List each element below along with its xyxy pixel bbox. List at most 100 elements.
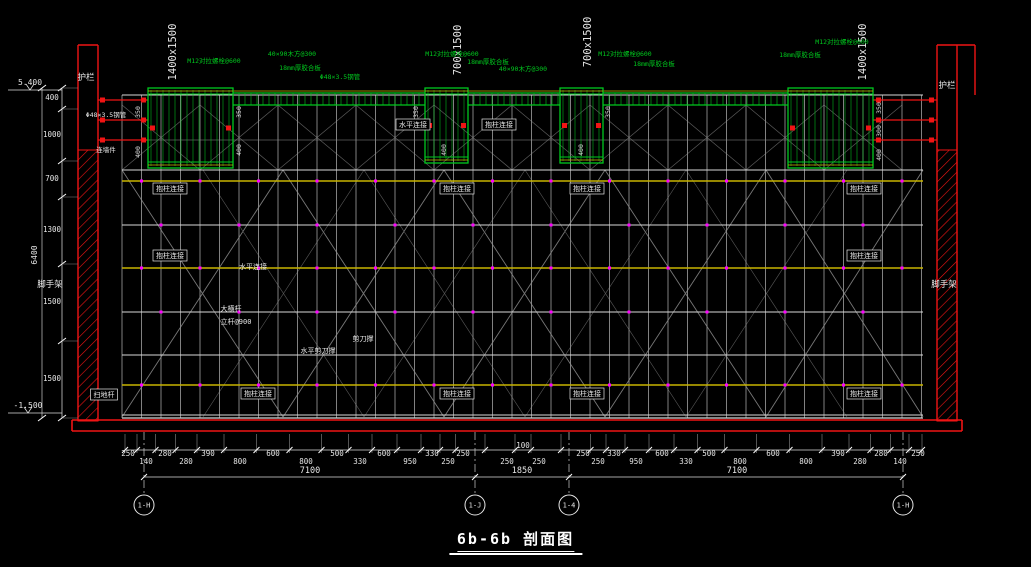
svg-text:-1.500: -1.500 [14,401,43,410]
svg-text:M12对拉螺栓@600: M12对拉螺栓@600 [598,49,651,58]
svg-text:1-H: 1-H [138,502,151,510]
svg-text:350: 350 [604,106,612,118]
ground-slab [71,419,963,432]
svg-text:7100: 7100 [300,466,320,476]
svg-text:500: 500 [330,449,344,458]
svg-text:40×90木方@300: 40×90木方@300 [268,49,316,58]
svg-text:1850: 1850 [512,466,532,476]
svg-text:330: 330 [353,457,367,466]
bottom-dimensions: 2501402802803908006008005003306009503302… [121,434,926,481]
svg-text:抱柱连接: 抱柱连接 [850,184,878,193]
svg-text:抱柱连接: 抱柱连接 [443,184,471,193]
svg-text:250: 250 [591,457,605,466]
svg-text:1-4: 1-4 [563,502,576,510]
svg-text:250: 250 [121,449,135,458]
svg-text:M12对拉螺栓@600: M12对拉螺栓@600 [815,37,868,46]
annotations: 抱柱连接抱柱连接抱柱连接抱柱连接抱柱连接抱柱连接抱柱连接抱柱连接抱柱连接抱柱连接… [86,37,882,401]
svg-text:M12对拉螺栓@600: M12对拉螺栓@600 [425,49,478,58]
svg-text:500: 500 [702,449,716,458]
svg-text:1-J: 1-J [469,502,482,510]
svg-text:400: 400 [440,144,448,156]
svg-text:水平连接: 水平连接 [239,262,267,271]
svg-text:1400x1500: 1400x1500 [857,24,869,81]
svg-text:抱柱连接: 抱柱连接 [244,389,272,398]
svg-text:350: 350 [875,102,883,114]
svg-text:6400: 6400 [30,245,39,264]
svg-text:250: 250 [456,449,470,458]
svg-text:抱柱连接: 抱柱连接 [573,184,601,193]
svg-text:18mm厚胶合板: 18mm厚胶合板 [779,50,821,59]
svg-text:18mm厚胶合板: 18mm厚胶合板 [279,63,321,72]
svg-text:400: 400 [134,146,142,158]
svg-text:280: 280 [179,457,193,466]
svg-text:250: 250 [576,449,590,458]
svg-text:7100: 7100 [727,466,747,476]
svg-text:330: 330 [679,457,693,466]
svg-text:330: 330 [425,449,439,458]
svg-text:300: 300 [875,125,883,137]
svg-text:扫地杆: 扫地杆 [94,390,115,399]
svg-text:350: 350 [412,106,420,118]
svg-text:立杆@900: 立杆@900 [221,317,252,326]
svg-text:M12对拉螺栓@600: M12对拉螺栓@600 [187,56,240,65]
svg-text:250: 250 [911,449,925,458]
svg-text:700x1500: 700x1500 [582,17,594,68]
formwork [147,87,874,169]
svg-text:800: 800 [299,457,313,466]
svg-text:脚手架: 脚手架 [37,279,63,290]
svg-text:600: 600 [766,449,780,458]
svg-text:18mm厚胶合板: 18mm厚胶合板 [467,57,509,66]
svg-text:250: 250 [532,457,546,466]
svg-text:5.400: 5.400 [18,78,42,87]
svg-text:800: 800 [233,457,247,466]
svg-text:水平剪刀撑: 水平剪刀撑 [301,346,336,355]
svg-text:140: 140 [893,457,907,466]
svg-text:390: 390 [831,449,845,458]
svg-text:350: 350 [134,106,142,118]
svg-text:40×90木方@300: 40×90木方@300 [499,64,547,73]
svg-text:950: 950 [403,457,417,466]
svg-text:1500: 1500 [43,297,62,306]
side-labels: 护栏护栏脚手架脚手架 [37,72,957,290]
svg-text:390: 390 [201,449,215,458]
svg-text:18mm厚胶合板: 18mm厚胶合板 [633,59,675,68]
drawing-title: 6b-6b 剖面图 [448,528,583,555]
svg-text:280: 280 [158,449,172,458]
svg-text:水平连接: 水平连接 [399,120,427,129]
svg-text:400: 400 [235,144,243,156]
svg-text:抱柱连接: 抱柱连接 [573,389,601,398]
svg-text:抱柱连接: 抱柱连接 [485,120,513,129]
svg-text:1300: 1300 [43,225,62,234]
svg-text:280: 280 [853,457,867,466]
scaffold-ledgers [98,94,923,419]
left-dimensions: 400 1000 700 1300 1500 1500 6400 5.400 -1.500 [8,78,78,422]
svg-text:400: 400 [45,93,59,102]
svg-text:600: 600 [655,449,669,458]
svg-text:抱柱连接: 抱柱连接 [850,389,878,398]
svg-text:280: 280 [874,449,888,458]
svg-text:140: 140 [139,457,153,466]
svg-text:1000: 1000 [43,130,62,139]
svg-text:350: 350 [235,106,243,118]
svg-text:800: 800 [799,457,813,466]
svg-text:1400x1500: 1400x1500 [167,24,179,81]
svg-text:护栏: 护栏 [938,80,956,91]
svg-text:脚手架: 脚手架 [931,279,957,290]
svg-text:700x1500: 700x1500 [452,25,464,76]
svg-text:950: 950 [629,457,643,466]
svg-text:600: 600 [377,449,391,458]
coupler-markers [140,179,904,387]
svg-text:600: 600 [266,449,280,458]
svg-text:连墙件: 连墙件 [96,145,116,154]
concrete-walls [77,44,976,422]
svg-text:抱柱连接: 抱柱连接 [850,251,878,260]
svg-text:250: 250 [441,457,455,466]
svg-text:剪刀撑: 剪刀撑 [353,334,374,343]
svg-text:护栏: 护栏 [77,72,95,83]
svg-text:700: 700 [45,174,59,183]
svg-text:1500: 1500 [43,374,62,383]
